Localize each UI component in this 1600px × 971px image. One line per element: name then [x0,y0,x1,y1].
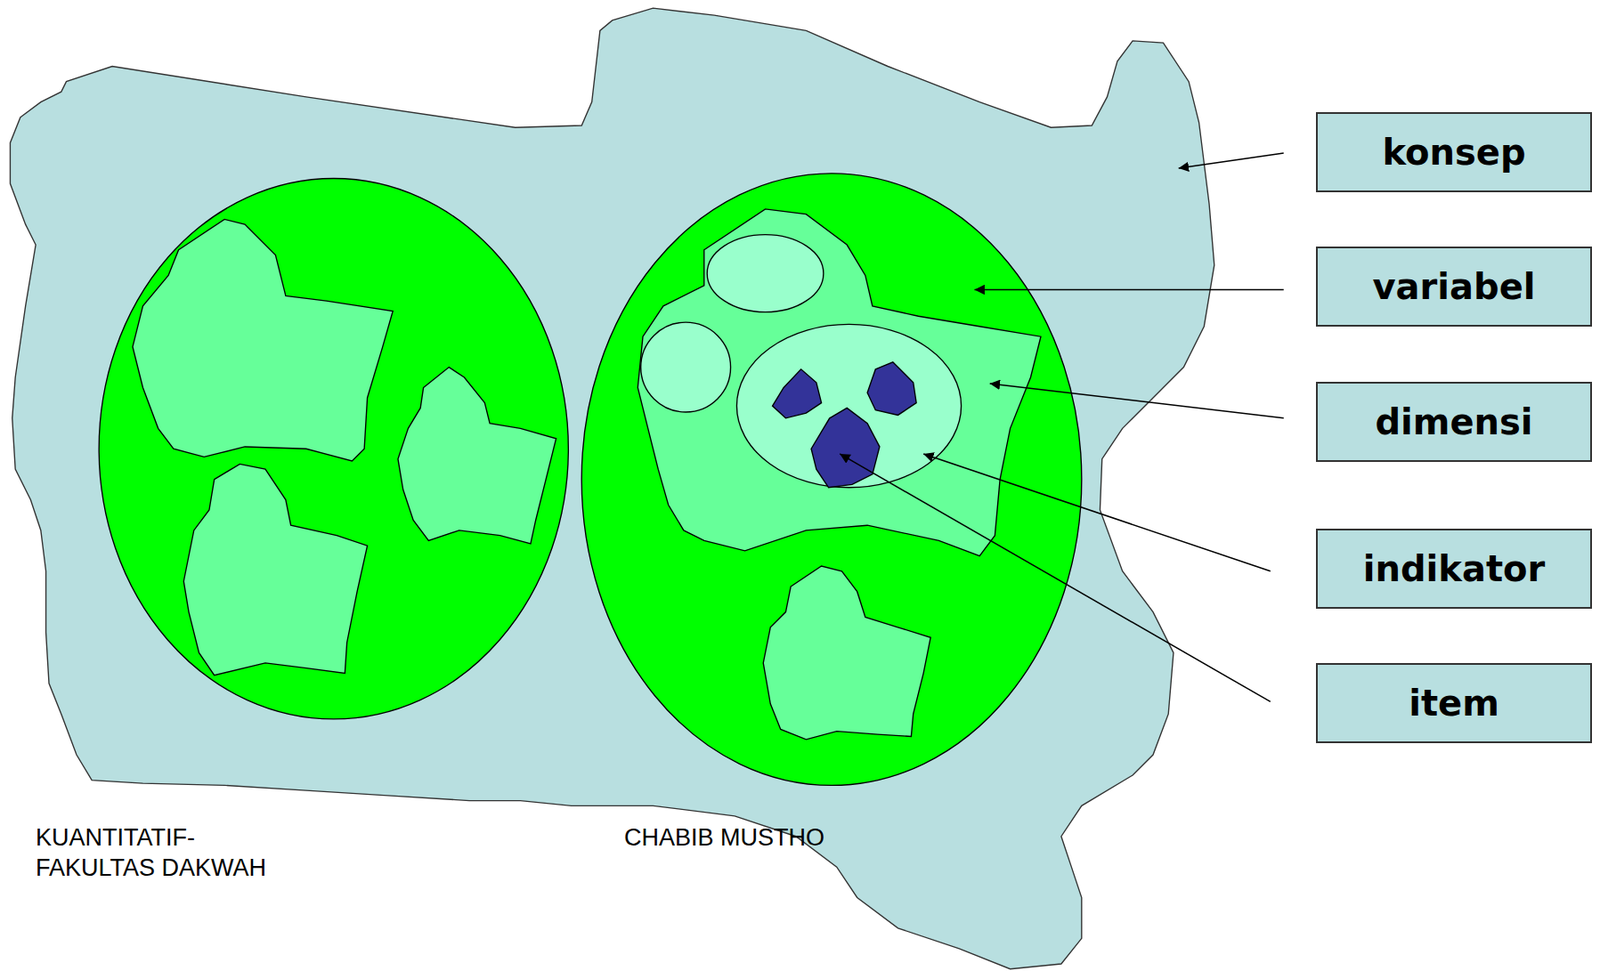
label-box: konsep [1315,112,1592,193]
dimension-region [397,367,557,545]
label-box: indikator [1315,528,1592,610]
dimension-region [132,219,393,462]
leader-line [923,454,1271,572]
footer-text: KUANTITATIF- FAKULTAS DAKWAH [35,822,312,884]
footer-text: CHABIB MUSTHO [624,822,825,853]
leader-line [1178,153,1284,169]
label-text: indikator [1363,548,1545,590]
concept-region [9,8,1214,970]
indicator-circle [706,235,824,313]
leader-line [974,289,1284,291]
label-text: konsep [1381,131,1526,173]
leader-line [990,383,1284,419]
indicator-circle [641,322,731,413]
leader-line [839,454,1271,702]
label-box: variabel [1315,246,1592,327]
label-box: dimensi [1315,381,1592,463]
label-text: variabel [1372,266,1536,308]
item-blob [772,369,822,419]
dimension-region [183,463,367,675]
item-blob [867,362,917,416]
label-text: dimensi [1374,401,1533,443]
item-blob [811,407,880,488]
dimension-region [637,209,1041,557]
label-text: item [1408,682,1500,724]
variable-ellipse [98,178,569,720]
dimension-region [763,566,931,740]
label-box: item [1315,663,1592,744]
variable-ellipse [581,173,1082,787]
indicator-circle [736,324,961,488]
